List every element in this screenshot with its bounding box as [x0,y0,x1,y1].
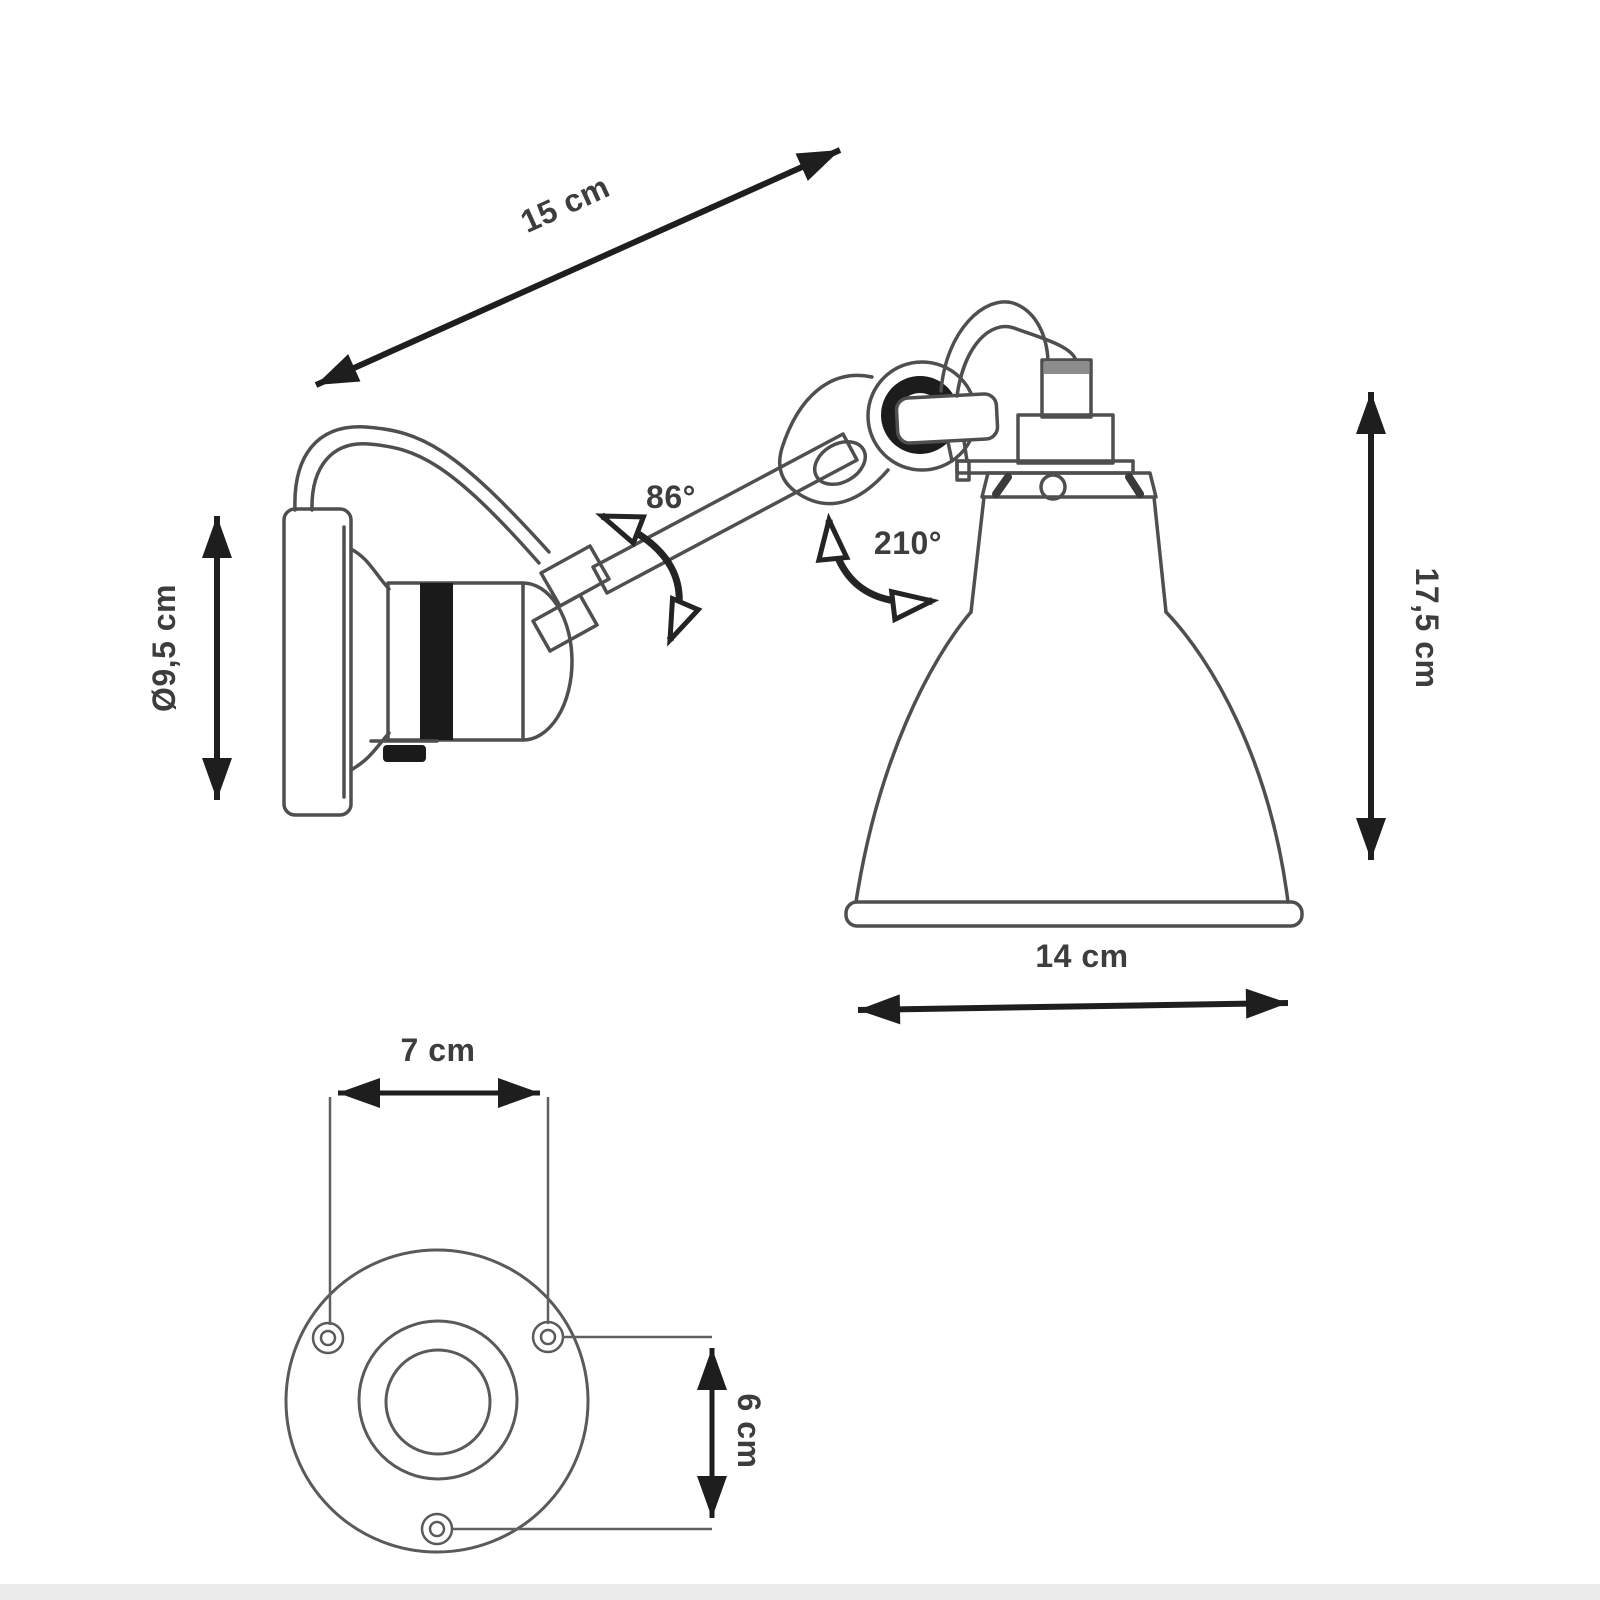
shade-bell-left [854,610,973,904]
label-shade-diameter: 14 cm [1035,938,1128,974]
label-lamp-height: 17,5 cm [1409,568,1445,689]
switch-knob [383,745,426,762]
arm-clamp-lower [531,593,599,653]
label-hole-spacing-horizontal: 7 cm [401,1032,476,1068]
angle-arrow-shade-rotation [829,520,932,602]
extension-lines [328,1097,712,1531]
socket-block [1016,413,1115,465]
shade-neck-right [1152,495,1168,614]
base-bottom-view [284,1248,590,1554]
base-inner-circle [384,1348,492,1456]
body-black-band [420,583,453,740]
joint-tail [777,373,890,506]
shade-top-band [980,471,1158,499]
label-shade-rotation-angle: 210° [874,525,942,561]
shade-mount-bar-flange [955,459,971,482]
dimension-arrow-shade-diameter [857,988,1289,1025]
wall-plate [282,507,353,817]
body-neck-top [349,547,391,591]
screw-hole-top-left [311,1321,345,1355]
dimension-arrow-arm-length [314,147,842,388]
lamp-side-view [282,300,1304,928]
shade-band-detail [1039,473,1067,501]
screw-hole-inner [539,1328,557,1346]
label-base-diameter: Ø9,5 cm [146,584,182,712]
socket-cap-band [1044,361,1089,374]
shade-bell-right [1164,610,1290,904]
power-cable-outer [293,425,551,554]
lamp-body [386,581,574,742]
base-middle-circle [357,1319,519,1481]
shade-band-clip-left [992,473,1012,498]
label-hole-spacing-vertical: 6 cm [731,1394,767,1469]
joint-pin [894,392,1000,445]
joint-bracket-link [946,440,954,463]
socket-cap [1040,358,1093,419]
power-cable-inner [310,442,541,565]
screw-hole-inner [428,1520,446,1538]
footer-strip [0,1584,1600,1600]
shade-neck-left [969,495,986,614]
joint-bracket-link [962,439,969,463]
shade-cable-outer [939,300,1050,393]
base-outer-circle [284,1248,590,1554]
dimension-arrows [202,147,1386,1518]
angle-arrows [602,516,932,640]
body-neck-bottom [349,731,391,772]
screw-hole-outer [311,1321,345,1355]
joint-hole [813,439,867,487]
shade-rim [844,900,1304,928]
angle-arrow-arm-rotation [602,512,679,640]
shade-band-clip-right [1125,473,1144,498]
label-arm-rotation-angle: 86° [646,479,696,515]
shade-cable-inner [955,324,1078,398]
screw-hole-inner [319,1329,337,1347]
